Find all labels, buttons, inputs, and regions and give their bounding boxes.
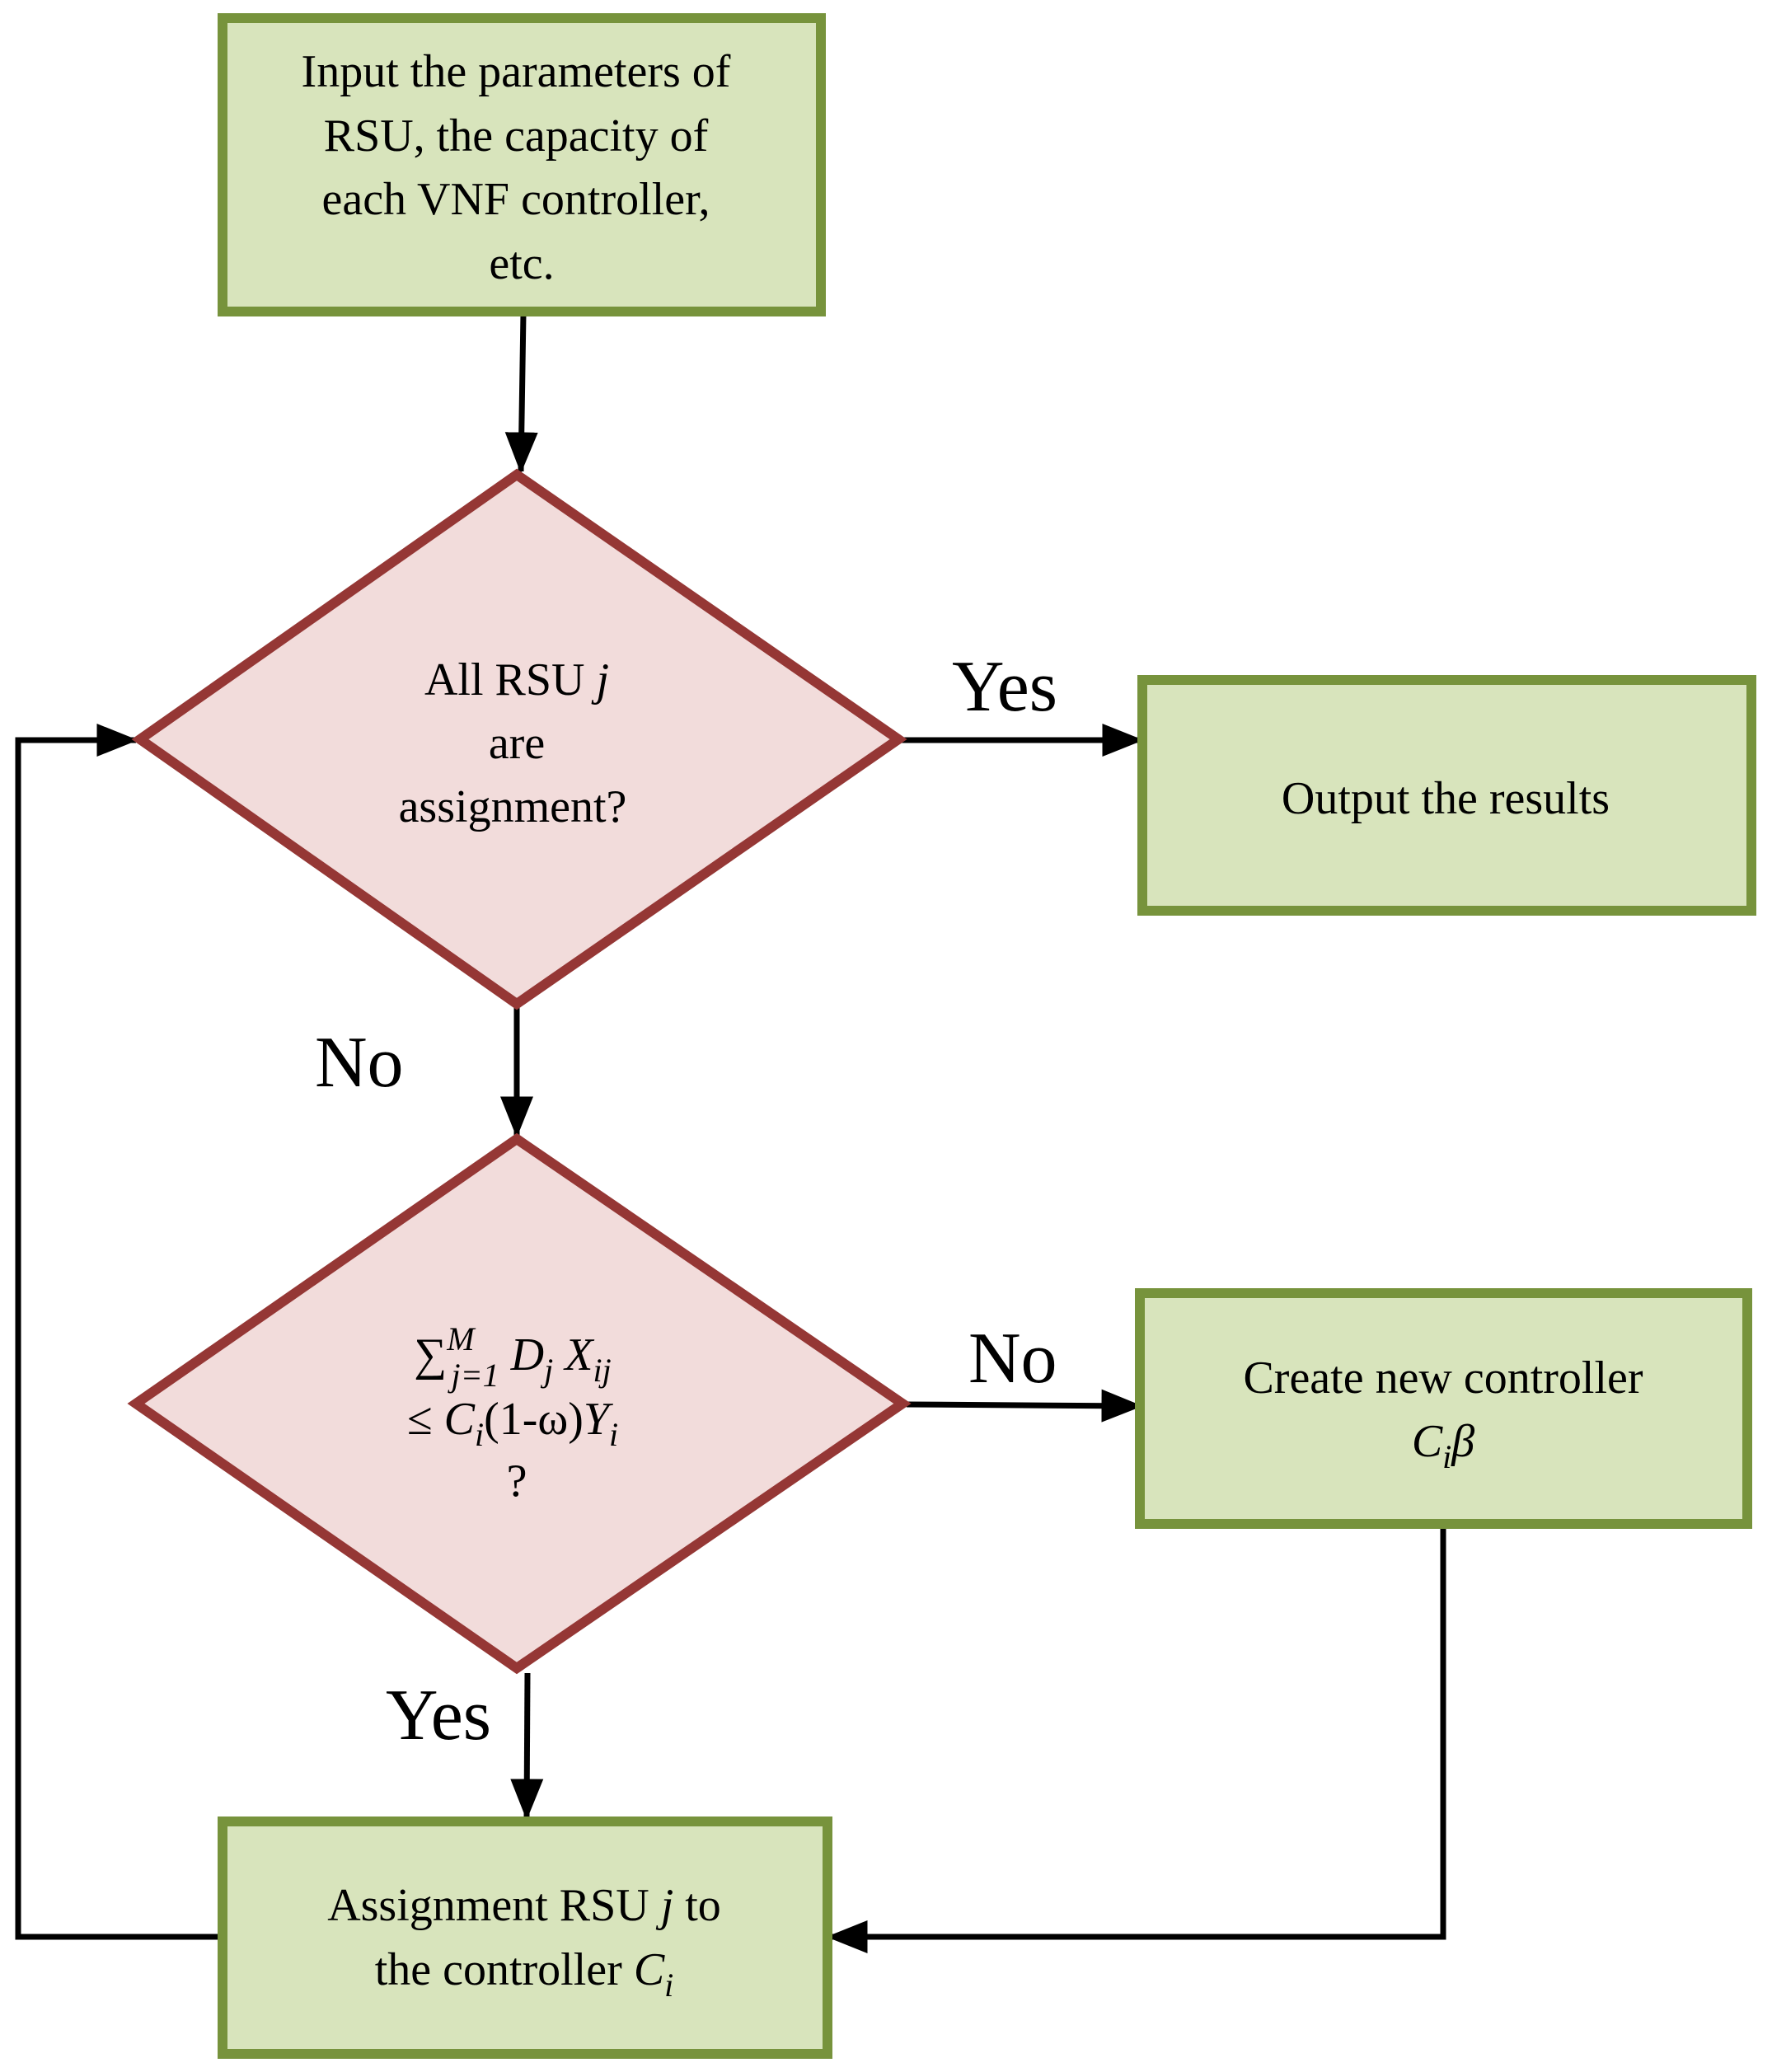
assign-line-2: the controller Ci (375, 1944, 674, 2004)
leq-symbol: ≤ (407, 1394, 444, 1445)
decision-all-rsu-assigned: All RSU j are assignment? (131, 468, 907, 1010)
input-box-shape (218, 13, 826, 316)
assign-var-c: C (634, 1944, 665, 1995)
assign-prefix: Assignment RSU (327, 1880, 661, 1931)
create-var-beta: β (1451, 1416, 1474, 1467)
input-line-2: RSU, the capacity of (324, 110, 709, 162)
decision-all-line-3: assignment? (399, 781, 627, 832)
create-controller-box: Create new controller Ciβ (1135, 1288, 1752, 1529)
assign-line-2-prefix: the controller (375, 1944, 634, 1995)
input-line-4: etc. (489, 238, 554, 289)
output-box-shape (1137, 675, 1756, 916)
create-var-c: C (1412, 1416, 1443, 1467)
assign-var-j: j (656, 1880, 674, 1931)
var-x: X (563, 1329, 595, 1381)
rsu-var-j: j (591, 654, 609, 706)
create-line-2: Ciβ (1412, 1416, 1474, 1475)
arrow-input-to-decision (504, 312, 538, 474)
assign-suffix: to (673, 1880, 721, 1931)
assign-line-1: Assignment RSU j to (327, 1880, 721, 1931)
sum-upper-limit: M (446, 1320, 476, 1357)
decision-all-line-2: are (489, 718, 545, 769)
var-d-sub: j (540, 1352, 553, 1389)
capacity-factor: (1-ω) (484, 1394, 584, 1445)
var-x-sub: ij (593, 1352, 611, 1389)
edge-label-yes-assign: Yes (386, 1676, 491, 1756)
assign-var-c-sub: i (664, 1967, 673, 2004)
svg-text:Input the parameters of: Input the parameters of RSU, the capacit… (302, 46, 743, 289)
decision-all-prefix: All RSU (424, 654, 597, 706)
decision-capacity-shape (127, 1132, 912, 1675)
var-c: C (444, 1394, 476, 1445)
create-var-c-sub: i (1442, 1438, 1451, 1475)
decision-all-line-1: All RSU j (424, 654, 609, 706)
input-line-1: Input the parameters of (302, 46, 731, 97)
var-y-sub: i (609, 1416, 618, 1453)
var-c-sub: i (475, 1416, 484, 1453)
sum-symbol: ∑ (414, 1329, 447, 1381)
assign-box-shape (218, 1817, 832, 2059)
create-box-shape (1135, 1288, 1752, 1529)
capacity-rhs-line: ≤ Ci(1-ω)Yi (407, 1394, 618, 1453)
input-parameters-box: Input the parameters of RSU, the capacit… (218, 13, 826, 316)
edge-label-yes-output: Yes (952, 647, 1057, 727)
var-d: D (510, 1329, 544, 1381)
edge-label-no-create: No (968, 1319, 1057, 1399)
capacity-question-mark: ? (507, 1456, 527, 1507)
output-results-box: Output the results (1137, 675, 1756, 916)
arrow-capacity-no-to-create (906, 1389, 1143, 1423)
edge-label-no-capacity: No (315, 1023, 404, 1103)
arrow-assign-loop-to-decision (15, 724, 221, 1940)
sum-index: j=1 (448, 1357, 499, 1394)
arrow-create-to-assign (826, 1526, 1446, 1953)
var-y: Y (584, 1394, 614, 1445)
assign-rsu-box: Assignment RSU j to the controller Ci (218, 1817, 832, 2059)
output-label: Output the results (1282, 773, 1610, 824)
connectors (15, 312, 1446, 1953)
decision-all-shape (131, 468, 907, 1010)
create-line-1: Create new controller (1243, 1352, 1643, 1404)
input-line-3: each VNF controller, (321, 174, 710, 225)
